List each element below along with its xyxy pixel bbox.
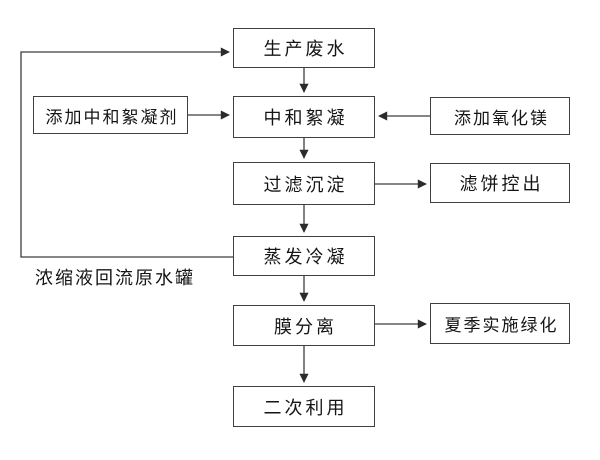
node-add-magnesium-oxide: 添加氧化镁 [430, 97, 570, 135]
node-secondary-use: 二次利用 [233, 386, 375, 427]
node-membrane-separation: 膜分离 [233, 305, 375, 346]
node-production-wastewater: 生产废水 [233, 28, 375, 68]
node-add-neutralizing-flocculant: 添加中和絮凝剂 [33, 96, 188, 134]
label-concentrate-return: 浓缩液回流原水罐 [35, 268, 195, 288]
node-neutralization-flocculation: 中和絮凝 [233, 96, 375, 138]
node-evaporation-condensation: 蒸发冷凝 [233, 236, 375, 276]
node-filter-cake-discharge: 滤饼控出 [430, 163, 570, 203]
node-summer-greening: 夏季实施绿化 [430, 303, 570, 344]
edge-concentrate-return-loop [20, 47, 233, 258]
node-filtration-sedimentation: 过滤沉淀 [233, 162, 375, 205]
